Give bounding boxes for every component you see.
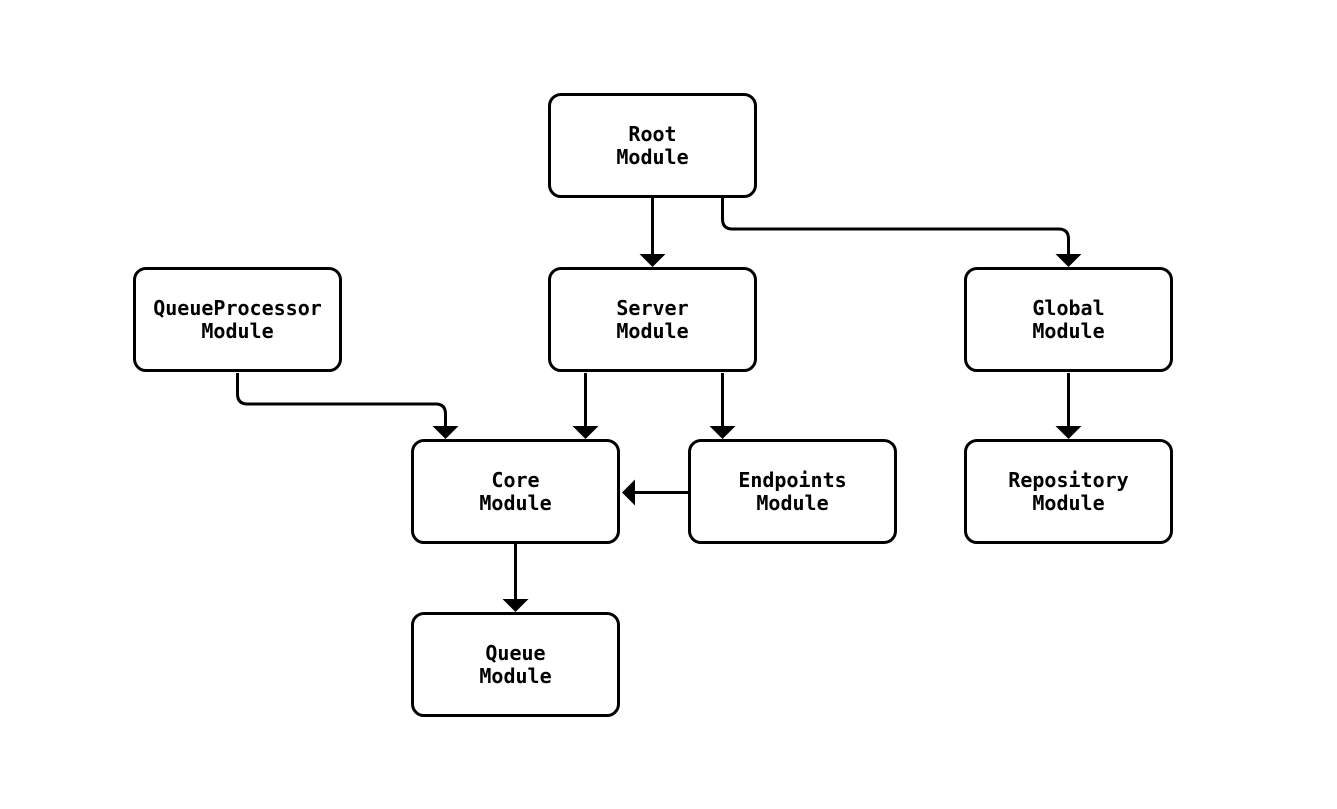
node-label: Root Module bbox=[616, 121, 689, 169]
edge-root-to-global bbox=[721, 198, 1082, 267]
node-core-module[interactable]: Core Module bbox=[411, 439, 620, 544]
node-global-module[interactable]: Global Module bbox=[964, 267, 1173, 372]
node-label: Core Module bbox=[479, 467, 552, 515]
node-label: Global Module bbox=[1032, 295, 1105, 343]
edge-queueprocessor-to-core bbox=[236, 373, 459, 439]
node-queue-module[interactable]: Queue Module bbox=[411, 612, 620, 717]
node-label: QueueProcessor Module bbox=[153, 295, 322, 343]
node-endpoints-module[interactable]: Endpoints Module bbox=[688, 439, 897, 544]
node-repository-module[interactable]: Repository Module bbox=[964, 439, 1173, 544]
node-label: Repository Module bbox=[1008, 467, 1129, 515]
node-root-module[interactable]: Root Module bbox=[548, 93, 757, 198]
node-label: Queue Module bbox=[479, 640, 552, 688]
node-label: Endpoints Module bbox=[738, 467, 847, 515]
node-queueprocessor-module[interactable]: QueueProcessor Module bbox=[133, 267, 342, 372]
node-label: Server Module bbox=[616, 295, 689, 343]
node-server-module[interactable]: Server Module bbox=[548, 267, 757, 372]
